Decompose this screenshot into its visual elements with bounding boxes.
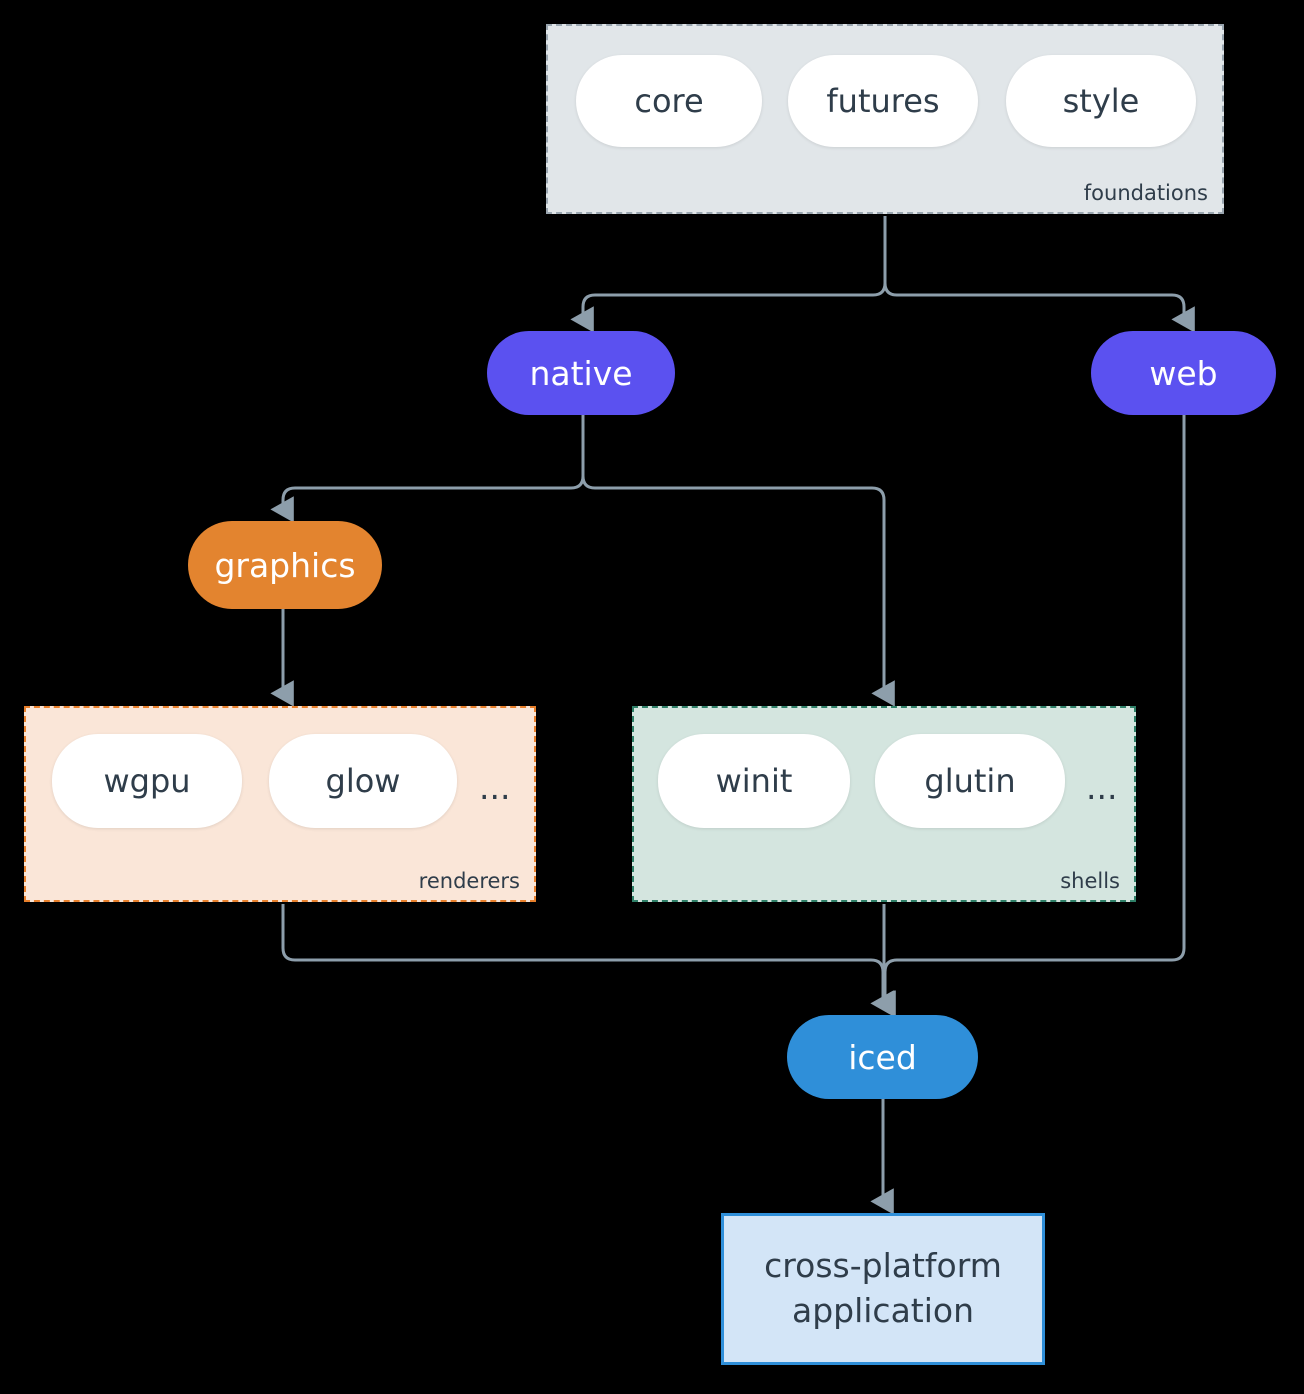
subgraph-shells: winit glutin ... shells: [632, 706, 1136, 902]
chip-glutin[interactable]: glutin: [875, 734, 1065, 828]
edge-native-shells: [581, 415, 895, 707]
subgraph-label-shells: shells: [1060, 869, 1120, 893]
subgraph-renderers: wgpu glow ... renderers: [24, 706, 536, 902]
node-native[interactable]: native: [487, 331, 675, 415]
application-line-2: application: [791, 1291, 975, 1330]
edge-foundations-web: [883, 216, 1195, 333]
chip-futures[interactable]: futures: [788, 55, 978, 147]
ellipsis-shells: ...: [1086, 768, 1118, 807]
chip-glow[interactable]: glow: [269, 734, 457, 828]
node-graphics[interactable]: graphics: [188, 521, 382, 609]
subgraph-label-renderers: renderers: [418, 869, 520, 893]
subgraph-label-foundations: foundations: [1083, 181, 1208, 205]
chip-core[interactable]: core: [576, 55, 762, 147]
node-iced[interactable]: iced: [787, 1015, 978, 1099]
edge-renderers-iced: [281, 904, 894, 1017]
chip-winit[interactable]: winit: [658, 734, 850, 828]
edge-native-graphics: [270, 415, 585, 523]
application-line-1: cross-platform: [764, 1246, 1002, 1286]
node-web[interactable]: web: [1091, 331, 1276, 415]
node-cross-platform-application[interactable]: cross-platform application: [721, 1213, 1045, 1365]
chip-wgpu[interactable]: wgpu: [52, 734, 242, 828]
edge-foundations-native: [570, 216, 887, 333]
ellipsis-renderers: ...: [479, 768, 511, 807]
chip-style[interactable]: style: [1006, 55, 1196, 147]
subgraph-foundations: core futures style foundations: [546, 24, 1224, 214]
